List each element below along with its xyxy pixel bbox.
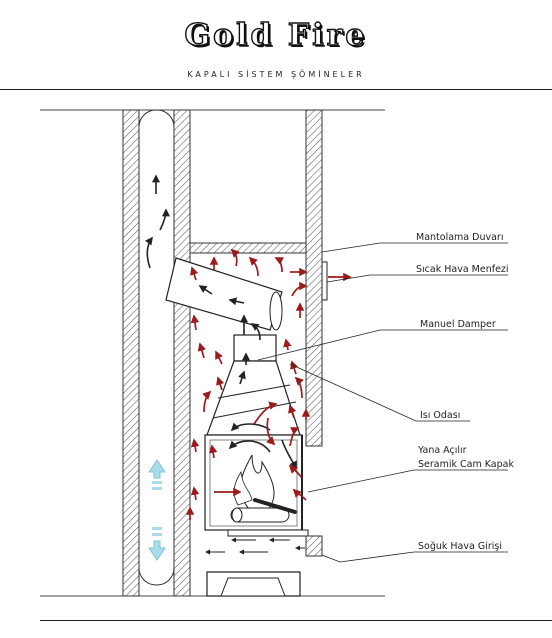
label-yana-acilir: Yana Açılır (417, 445, 467, 456)
chimney-wall-left (122, 109, 140, 597)
mantle-top-cover (189, 242, 307, 254)
bottom-divider (40, 620, 552, 621)
label-soguk-hava: Soğuk Hava Girişi (418, 541, 502, 552)
chimney-wall-right (173, 109, 191, 597)
base-plate (227, 529, 309, 537)
cool-air-arrows (148, 459, 166, 561)
label-manuel-damper: Manuel Damper (420, 319, 496, 330)
log (230, 507, 290, 523)
label-sicak-hava: Sıcak Hava Menfezi (416, 264, 509, 275)
flue-elbow (269, 291, 283, 331)
label-mantolama: Mantolama Duvarı (416, 232, 503, 243)
chimney-flue (138, 109, 175, 586)
top-divider (0, 89, 552, 90)
mantle-wall-right (305, 109, 323, 447)
label-isi-odasi: Isı Odası (420, 410, 460, 421)
brand-logo: Gold Fire (184, 17, 368, 53)
hot-air-arrows (185, 248, 352, 520)
hot-air-vent (321, 261, 328, 301)
leader-lines (257, 242, 508, 563)
damper-collar (233, 334, 277, 362)
brand-tagline: KAPALI SİSTEM ŞÖMİNELER (187, 70, 365, 79)
label-seramik-cam: Seramik Cam Kapak (418, 459, 514, 470)
cold-air-block (305, 535, 323, 557)
